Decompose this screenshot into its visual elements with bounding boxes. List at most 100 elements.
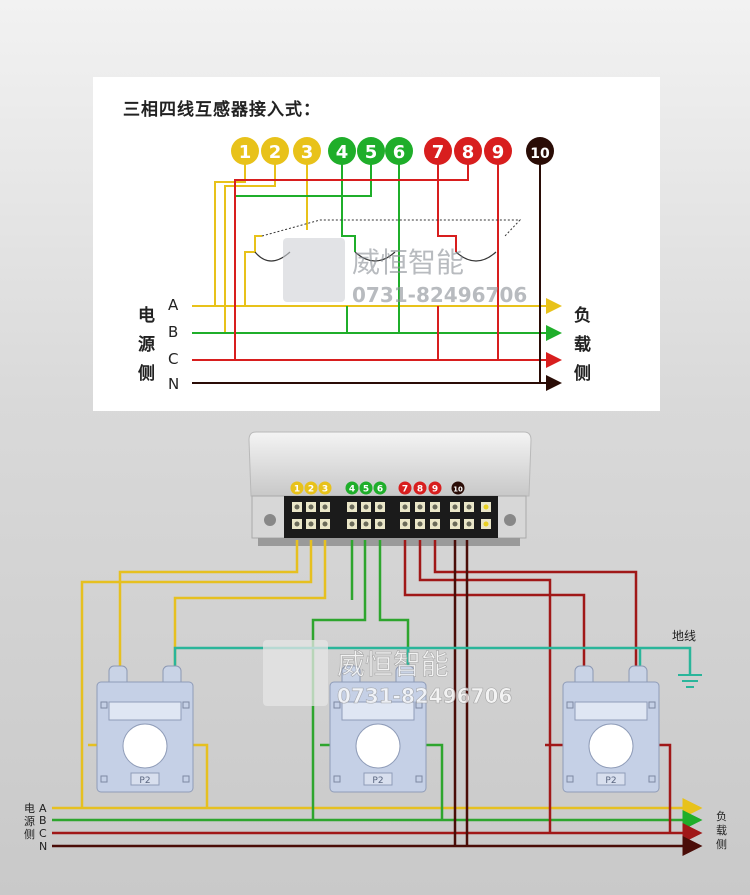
terminal-6: 6 [385, 137, 413, 165]
source-side-char-3: 侧 [138, 363, 155, 384]
terminal-5: 5 [357, 137, 385, 165]
meter-terminal-block [248, 431, 532, 546]
terminal-4: 4 [328, 137, 356, 165]
terminal-badge [385, 137, 413, 165]
phase-label-c: C [168, 350, 178, 368]
terminal-10: 10 [526, 137, 554, 165]
terminal-screw-head [432, 521, 438, 527]
terminal-badge [454, 137, 482, 165]
terminal-badge [231, 137, 259, 165]
terminal-screw-head [432, 504, 438, 510]
current-transformer-2: P2 [329, 665, 427, 793]
top-watermark: 威恒智能 0731-82496706 [283, 238, 527, 307]
panel-title: 三相四线互感器接入式： [123, 99, 321, 120]
top-source-side-label: 电 源 侧 [138, 305, 155, 384]
meter-terminal-badge [428, 481, 442, 495]
terminal-screw-head [308, 521, 314, 527]
terminal-screw-head [363, 504, 369, 510]
top-phase-labels: A B C N [168, 296, 179, 393]
current-transformers: P2 P2 P2 [96, 665, 660, 793]
load-side-char-1: 负 [574, 305, 591, 326]
terminal-screw-head [322, 521, 328, 527]
meter-terminal-badge [373, 481, 387, 495]
terminal-screw-head [377, 504, 383, 510]
terminal-screw-head [294, 504, 300, 510]
terminal-screw-head [294, 521, 300, 527]
source-side-char-2: 源 [138, 334, 155, 355]
meter-terminal-number: 10 [453, 486, 463, 494]
meter-terminal-badge [359, 481, 373, 495]
top-diagram-panel [93, 77, 660, 411]
watermark-phone: 0731-82496706 [337, 684, 512, 708]
bottom-load-side-label: 负 载 侧 [716, 809, 727, 851]
phase-label-b: B [39, 814, 47, 827]
phase-label-n: N [168, 375, 179, 393]
source-side-char-3: 侧 [24, 828, 35, 841]
ct-label: P2 [372, 776, 383, 786]
terminal-number: 7 [432, 142, 445, 163]
terminal-screw-head [452, 521, 458, 527]
phase-label-a: A [39, 802, 47, 815]
terminal-screw-head [377, 521, 383, 527]
terminal-screw-head [483, 504, 489, 510]
meter-terminal-number: 3 [322, 485, 328, 495]
terminal-badge [526, 137, 554, 165]
terminal-badge [293, 137, 321, 165]
meter-terminal-badge [290, 481, 304, 495]
meter-terminal-badge [398, 481, 412, 495]
terminal-badge [357, 137, 385, 165]
terminal-1: 1 [231, 137, 259, 165]
ground-label: 地线 [672, 629, 696, 643]
meter-terminal-number: 1 [294, 485, 300, 495]
load-side-char-1: 负 [716, 809, 727, 823]
phase-label-c: C [39, 827, 47, 840]
terminal-screw-head [466, 504, 472, 510]
ct-label: P2 [139, 776, 150, 786]
phase-label-a: A [168, 296, 179, 314]
load-side-char-3: 侧 [574, 363, 591, 384]
terminal-screw-head [349, 504, 355, 510]
terminal-number: 4 [336, 142, 349, 163]
terminal-screw-head [452, 504, 458, 510]
meter-terminal-badge [413, 481, 427, 495]
terminal-2: 2 [261, 137, 289, 165]
meter-terminal-number: 5 [363, 485, 369, 495]
terminal-number: 5 [365, 142, 378, 163]
meter-terminal-badge [318, 481, 332, 495]
terminal-badge [484, 137, 512, 165]
terminal-screw-head [417, 504, 423, 510]
source-side-char-2: 源 [24, 814, 35, 828]
bottom-source-side-label: 电 源 侧 A B C N [24, 802, 47, 853]
meter-terminal-screws [292, 502, 491, 529]
ground-icon [678, 674, 702, 688]
terminal-screw-head [402, 504, 408, 510]
load-side-char-2: 载 [716, 824, 727, 837]
bottom-watermark: 威恒智能 0731-82496706 [263, 640, 513, 708]
meter-terminal-number: 7 [402, 485, 408, 495]
terminal-screw-head [349, 521, 355, 527]
load-side-char-3: 侧 [716, 838, 727, 851]
terminal-number: 10 [530, 146, 550, 162]
meter-terminal-number: 6 [377, 485, 383, 495]
meter-terminal-badge [345, 481, 359, 495]
ct-label: P2 [605, 776, 616, 786]
meter-terminal-number: 2 [308, 485, 314, 495]
terminal-badge [328, 137, 356, 165]
load-side-char-2: 载 [574, 334, 591, 355]
terminal-screw-head [466, 521, 472, 527]
watermark-phone: 0731-82496706 [352, 283, 527, 307]
terminal-screw-head [322, 504, 328, 510]
terminal-screw-head [417, 521, 423, 527]
terminal-3: 3 [293, 137, 321, 165]
phase-label-n: N [39, 840, 47, 853]
meter-terminal-badge [304, 481, 318, 495]
terminal-number: 9 [492, 142, 505, 163]
watermark-brand: 威恒智能 [337, 648, 449, 681]
terminal-screw-head [483, 521, 489, 527]
terminal-number: 6 [393, 142, 406, 163]
terminal-7: 7 [424, 137, 452, 165]
phase-label-b: B [168, 323, 178, 341]
meter-terminal-number: 9 [432, 485, 438, 495]
